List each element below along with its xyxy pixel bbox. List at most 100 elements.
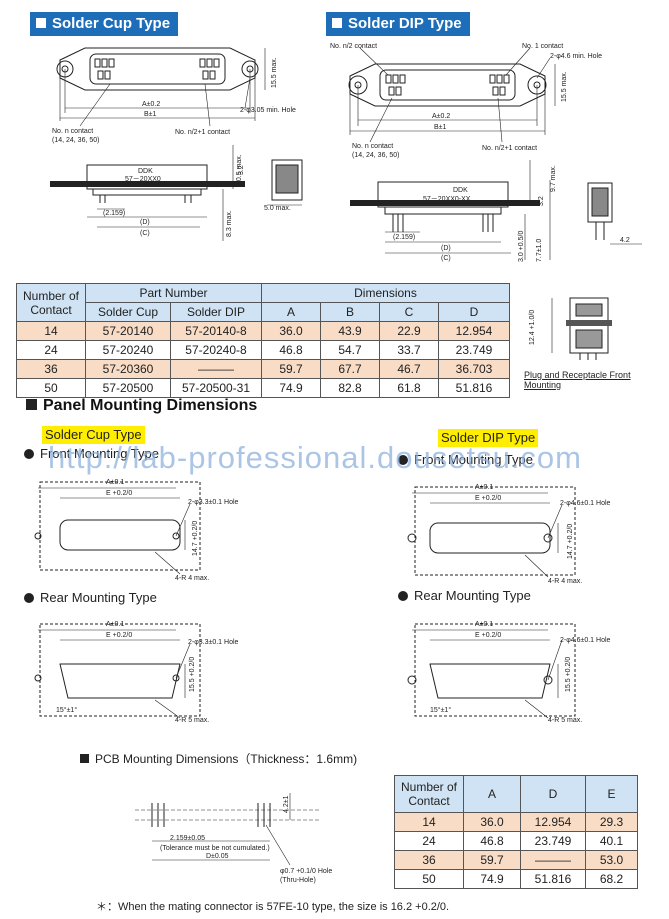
dip-rear-155: 15.5 +0.2/0 — [565, 657, 572, 692]
cell: 51.816 — [520, 869, 586, 889]
cell: 57-20500-31 — [170, 378, 262, 398]
cup-no-n-sizes: (14, 24, 36, 50) — [52, 137, 99, 144]
cell: 36 — [394, 850, 464, 870]
cell: 57-20140 — [85, 321, 171, 341]
pcb-mounting-drawing: 4.2±1 2.159±0.05 (Tolerance must be not … — [130, 785, 332, 884]
cup-front-mounting-label: Front Mounting Type — [24, 446, 159, 461]
cup-hole: 2-φ3.05 min. Hole — [240, 107, 296, 114]
cell: 40.1 — [585, 831, 638, 851]
cell: 14 — [16, 321, 86, 341]
col-part-number: Part Number — [85, 283, 262, 303]
dip-rear-mounting-drawing: A±0.1 E +0.2/0 2-φ4.6±0.1 Hole 15.5 +0.2… — [400, 621, 611, 724]
dip-no-n2: No. n/2 contact — [330, 43, 377, 50]
pcb-mounting-title: PCB Mounting Dimensions（Thickness：1.6mm) — [80, 750, 357, 767]
dip-hole: 2-φ4.6 min. Hole — [550, 53, 602, 60]
col-d: D — [438, 302, 510, 322]
dip-a: A±0.2 — [432, 113, 450, 120]
cell: 57-20140-8 — [170, 321, 262, 341]
dip-rear-mounting-label: Rear Mounting Type — [398, 588, 531, 603]
dip-no-n-sizes: (14, 24, 36, 50) — [352, 152, 399, 159]
dip-front-a: A±0.1 — [475, 484, 493, 491]
pcb-2159: 2.159±0.05 — [170, 835, 205, 842]
col-a: A — [261, 302, 321, 322]
dip-front-147: 14.7 +0.2/0 — [567, 524, 574, 559]
dip-no-1: No. 1 contact — [522, 43, 563, 50]
cell: 57-20240-8 — [170, 340, 262, 360]
col-c: C — [379, 302, 439, 322]
dip-97: 9.7 max. — [550, 165, 557, 192]
cup-front-147: 14.7 +0.2/0 — [192, 521, 199, 556]
cell: 36 — [16, 359, 86, 379]
dip-ddk: DDK — [453, 187, 468, 194]
col-d: D — [520, 775, 586, 813]
cell: 57-20240 — [85, 340, 171, 360]
cell: 23.749 — [438, 340, 510, 360]
dip-front-hole: 2-φ4.6±0.1 Hole — [560, 500, 611, 507]
cup-rear-e: E +0.2/0 — [106, 632, 132, 639]
cup-b-dim: B±1 — [144, 111, 157, 118]
dip-42: 4.2 — [620, 237, 630, 244]
dip-d: (D) — [441, 245, 451, 252]
dip-rear-e: E +0.2/0 — [475, 632, 501, 639]
cup-c: (C) — [140, 230, 150, 237]
cell: 12.954 — [520, 812, 586, 832]
pcb-d: D±0.05 — [206, 853, 229, 860]
col-number-of-contact: Number of Contact — [394, 775, 464, 813]
col-e: E — [585, 775, 638, 813]
solder-dip-side-drawing: DDK 57－20XX0-XX (2.159) (D) (C) 9.7 max.… — [350, 150, 557, 262]
solder-dip-top-drawing: No. n/2 contact No. 1 contact 2-φ4.6 min… — [330, 43, 602, 159]
cell: 36.703 — [438, 359, 510, 379]
cell: 12.954 — [438, 321, 510, 341]
footnote: ＊：When the mating connector is 57FE-10 t… — [96, 901, 450, 913]
cell: ——— — [520, 850, 586, 870]
col-b: B — [320, 302, 380, 322]
part-number-table: Number of Contact Part Number Dimensions… — [16, 283, 510, 398]
cell: 33.7 — [379, 340, 439, 360]
dip-front-e: E +0.2/0 — [475, 495, 501, 502]
cup-h155: 15.5 max. — [271, 57, 278, 88]
solder-dip-end-drawing: 4.2 — [580, 180, 645, 250]
cell: 23.749 — [520, 831, 586, 851]
cell: 82.8 — [320, 378, 380, 398]
cup-no-n2: No. n/2+1 contact — [175, 129, 230, 136]
dip-front-r4: 4-R 4 max. — [548, 578, 582, 585]
cup-rear-hole: 2-φ3.3±0.1 Hole — [188, 639, 239, 646]
dip-2159: (2.159) — [393, 234, 415, 241]
cup-ddk: DDK — [138, 168, 153, 175]
solder-dip-header: Solder DIP Type — [326, 12, 470, 36]
cell: 53.0 — [585, 850, 638, 870]
solder-dip-type-label: Solder DIP Type — [438, 429, 539, 447]
dip-c: (C) — [441, 255, 451, 262]
dip-part-no: 57－20XX0-XX — [423, 196, 471, 203]
plug-124: 12.4 +1.0/0 — [529, 310, 536, 345]
solder-cup-type-label: Solder Cup Type — [42, 426, 145, 444]
cup-rear-mounting-label: Rear Mounting Type — [24, 590, 157, 605]
dip-h155: 15.5 max. — [561, 71, 568, 102]
solder-cup-top-drawing: A±0.2 B±1 15.5 max. 2-φ3.05 min. Hole No… — [52, 38, 296, 144]
panel-mounting-title: Panel Mounting Dimensions — [26, 397, 257, 415]
cup-front-e: E +0.2/0 — [106, 490, 132, 497]
cup-front-a: A±0.1 — [106, 479, 124, 486]
cell: 14 — [394, 812, 464, 832]
cup-rear-a: A±0.1 — [106, 621, 124, 628]
cup-front-mounting-drawing: A±0.1 E +0.2/0 2-φ3.3±0.1 Hole 14.7 +0.2… — [30, 479, 239, 582]
cell: 29.3 — [585, 812, 638, 832]
solder-cup-side-drawing: DDK 57－20XX0 (2.159) (D) (C) 10.5 max. 3… — [50, 145, 245, 245]
dip-rear-r5: 4-R 5 max. — [548, 717, 582, 724]
pcb-42: 4.2±1 — [283, 795, 290, 813]
dip-front-mounting-drawing: A±0.1 E +0.2/0 2-φ4.6±0.1 Hole 14.7 +0.2… — [400, 484, 611, 585]
cup-rear-155: 15.5 +0.2/0 — [189, 657, 196, 692]
col-solder-cup: Solder Cup — [85, 302, 171, 322]
cell: 68.2 — [585, 869, 638, 889]
cup-part-no: 57－20XX0 — [125, 176, 161, 183]
cell: 51.816 — [438, 378, 510, 398]
cell: 59.7 — [261, 359, 321, 379]
